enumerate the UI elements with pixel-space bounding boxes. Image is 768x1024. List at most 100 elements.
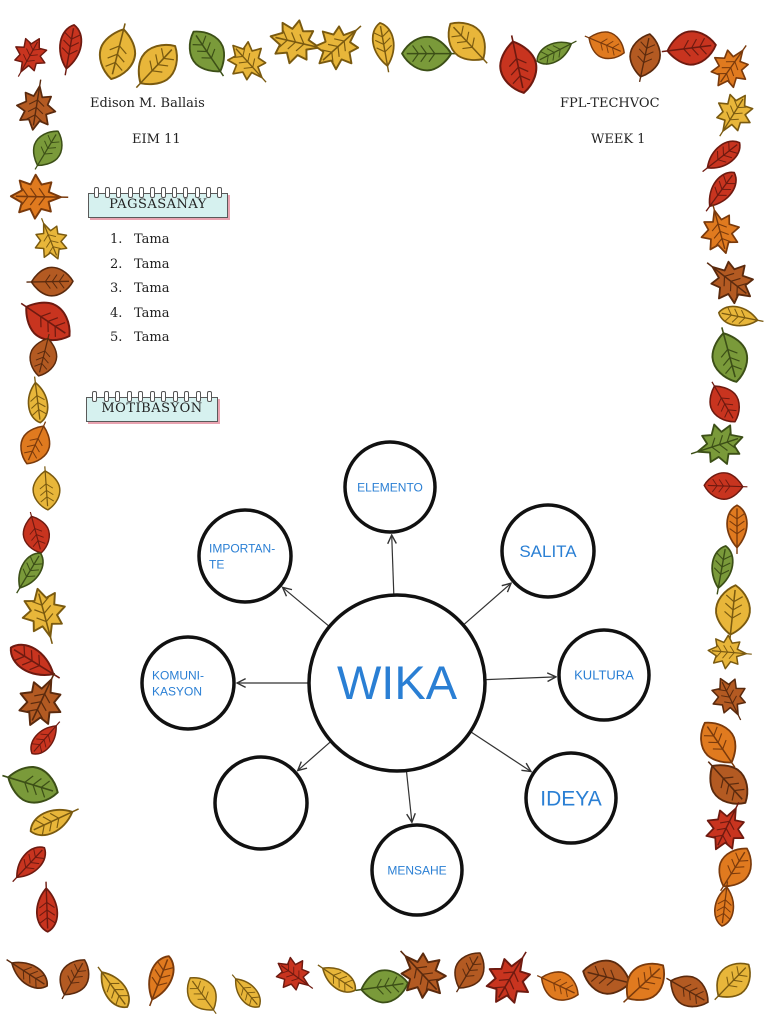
node-circle-ideya xyxy=(524,751,618,845)
leaf xyxy=(716,93,754,137)
node-circle-importante xyxy=(197,508,293,604)
leaf xyxy=(98,23,137,81)
leaf xyxy=(12,846,47,883)
answer-item: 3. Tama xyxy=(110,281,170,306)
leaf xyxy=(29,333,58,377)
leaf xyxy=(717,305,764,327)
leaf xyxy=(706,260,754,305)
leaf xyxy=(226,41,267,83)
leaf xyxy=(6,959,48,989)
answer-list: 1.Tama 2. Tama 3. Tama 4.Tama 5. Tama xyxy=(110,232,170,355)
leaf xyxy=(700,721,737,768)
leaf xyxy=(16,79,57,131)
leaf xyxy=(97,966,130,1008)
leaf xyxy=(661,30,717,66)
leaf xyxy=(355,969,409,1004)
leaf xyxy=(16,552,44,594)
answer-number: 3. xyxy=(110,281,123,296)
leaf xyxy=(317,964,357,993)
leaf xyxy=(314,25,362,71)
leaf xyxy=(26,266,74,297)
leaf xyxy=(536,971,579,1001)
subject-label: EIM 11 xyxy=(132,132,181,147)
arrow-salita xyxy=(463,583,511,625)
pagsasanay-banner: PAGSASANAY xyxy=(88,187,228,218)
node-label-komunikasyon: KASYON xyxy=(152,684,202,698)
leaf xyxy=(59,24,83,76)
leaf xyxy=(135,43,178,89)
leaf xyxy=(703,472,748,500)
answer-number: 2. xyxy=(110,256,123,272)
node-label-kultura: KULTURA xyxy=(574,668,634,683)
node-label-importante: IMPORTAN- xyxy=(209,541,275,555)
answer-text: Tama xyxy=(134,330,170,345)
leaf xyxy=(485,951,531,1004)
leaf xyxy=(629,33,661,82)
answer-item: 2. Tama xyxy=(110,257,170,282)
leaf xyxy=(20,421,51,465)
answer-number: 5. xyxy=(110,330,123,345)
node-circle-salita xyxy=(500,503,596,599)
center-circle xyxy=(307,593,487,773)
answer-item: 4.Tama xyxy=(110,306,170,331)
answer-item: 1.Tama xyxy=(110,232,170,257)
leaf xyxy=(18,672,62,726)
node-circle-mensahe xyxy=(370,823,464,917)
node-circle-kultura xyxy=(557,628,651,722)
node-circle-blank xyxy=(213,755,309,851)
leaf xyxy=(705,802,745,851)
leaf xyxy=(148,955,175,1007)
pagsasanay-heading: PAGSASANAY xyxy=(109,197,207,212)
strand-label: FPL-TECHVOC xyxy=(560,96,660,111)
leaf xyxy=(275,956,314,991)
answer-number: 4. xyxy=(110,305,123,321)
leaf xyxy=(371,22,395,73)
leaf xyxy=(666,975,709,1008)
node-circle-komunikasyon xyxy=(140,635,236,731)
leaf xyxy=(36,881,59,933)
leaf xyxy=(400,950,447,999)
leaf xyxy=(29,808,79,837)
leaf xyxy=(711,327,749,383)
leaf xyxy=(186,976,217,1015)
leaf xyxy=(32,130,63,170)
answer-item: 5. Tama xyxy=(110,330,170,355)
arrow-elemento xyxy=(392,535,394,595)
leaf xyxy=(499,35,538,94)
leaf xyxy=(27,376,49,424)
leaf xyxy=(32,466,61,511)
node-label-salita: SALITA xyxy=(519,542,577,561)
leaf xyxy=(20,301,71,342)
week-label: WEEK 1 xyxy=(591,132,646,147)
leaf xyxy=(582,959,636,995)
motibasyon-banner: MOTIBASYON xyxy=(86,391,218,422)
student-name: Edison M. Ballais xyxy=(90,96,205,111)
arrow-blank xyxy=(298,741,331,771)
center-label: WIKA xyxy=(337,656,458,709)
leaf xyxy=(711,677,747,721)
node-label-ideya: IDEYA xyxy=(540,788,601,811)
motibasyon-heading: MOTIBASYON xyxy=(101,401,203,416)
leaf xyxy=(30,721,61,755)
leaf xyxy=(726,504,748,554)
leaf xyxy=(34,218,68,260)
arrow-kultura xyxy=(485,677,556,680)
leaf xyxy=(718,847,752,892)
arrow-mensahe xyxy=(405,771,412,823)
node-label-komunikasyon: KOMUNI- xyxy=(152,668,204,682)
node-circle-elemento xyxy=(343,440,437,534)
leaf xyxy=(584,31,625,60)
leaf xyxy=(709,381,741,423)
node-label-importante: TE xyxy=(209,557,224,571)
answer-text: Tama xyxy=(134,256,170,272)
leaf xyxy=(188,30,225,77)
answer-text: Tama xyxy=(134,281,170,296)
leaf xyxy=(707,761,749,805)
leaf xyxy=(21,587,66,644)
leaf xyxy=(702,140,741,173)
leaf xyxy=(623,962,666,1003)
leaf xyxy=(454,952,485,993)
